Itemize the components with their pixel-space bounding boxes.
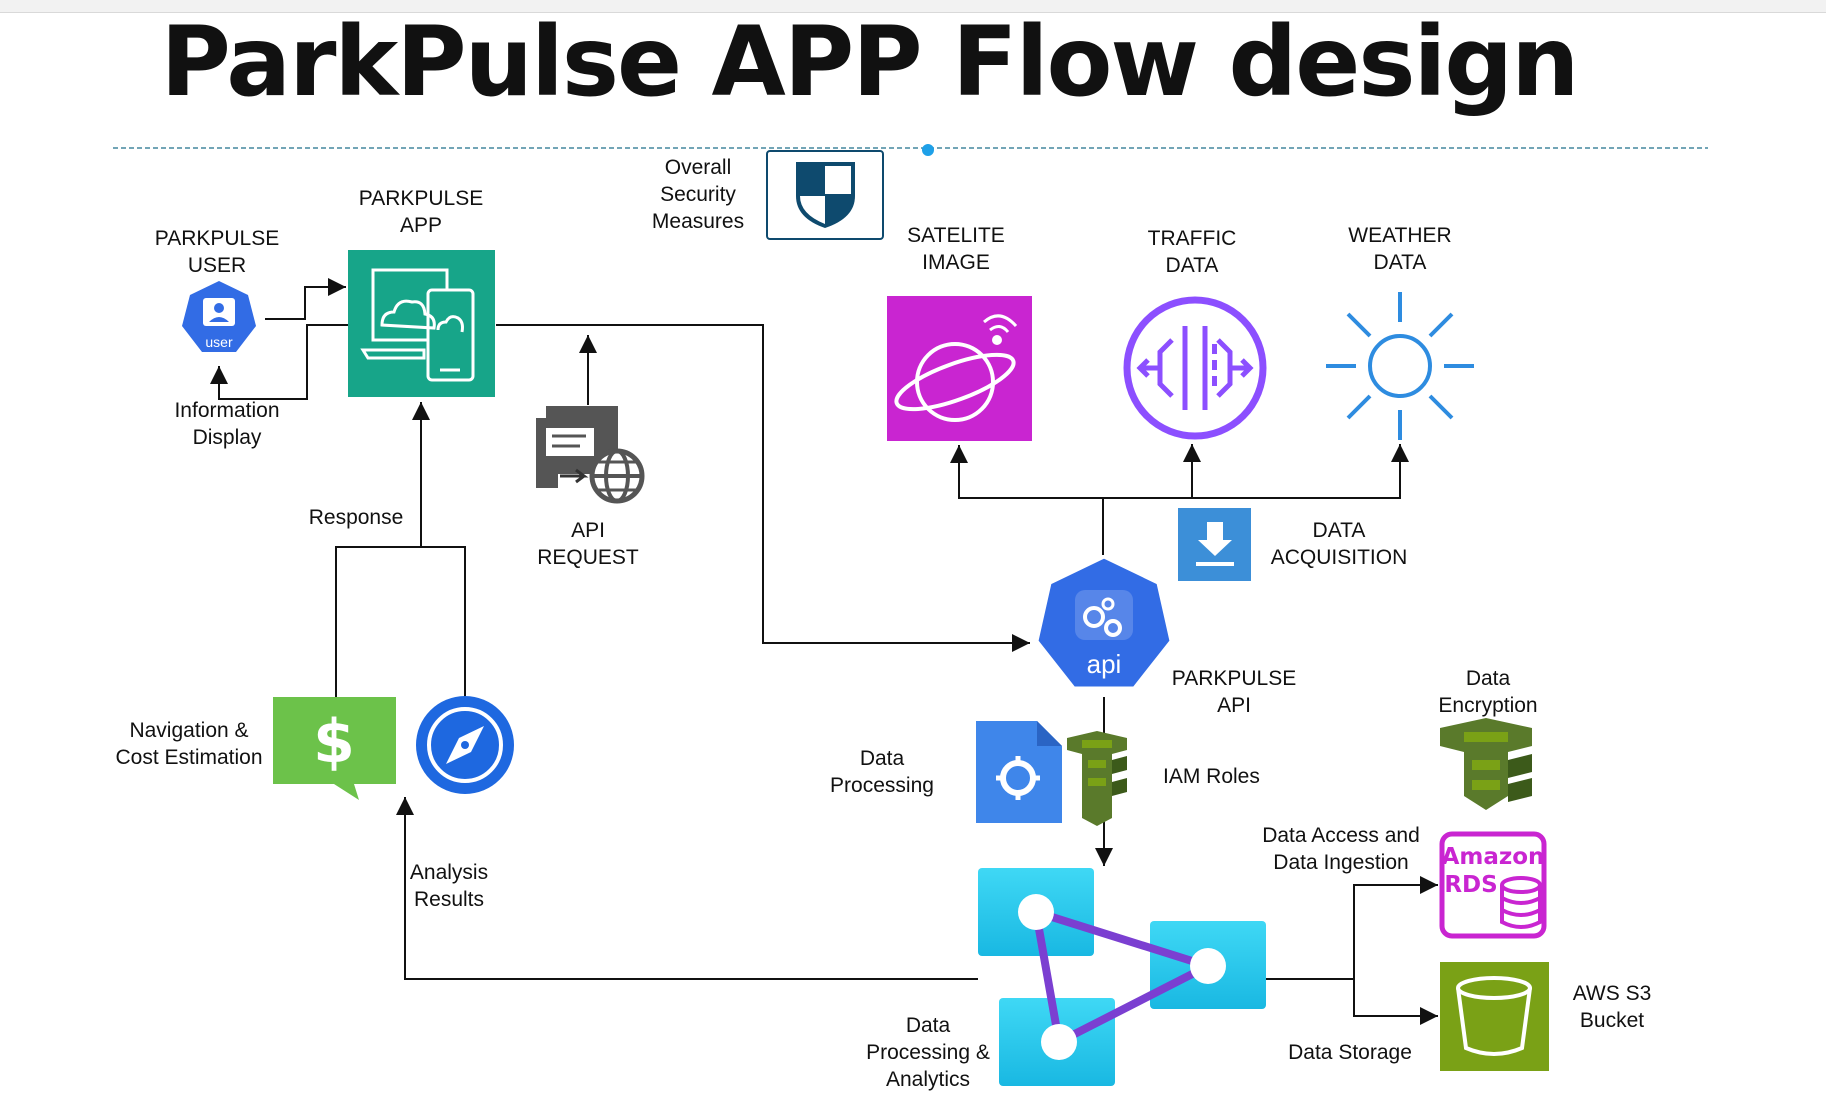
user-badge-text: user [205,334,233,350]
user-label: PARKPULSE USER [154,227,280,277]
edge-api-to-sources [1102,444,1201,555]
download-icon [1178,508,1251,581]
cloud-functions-icon [976,721,1062,823]
edge-response [335,402,466,697]
divider-dot [922,144,934,156]
s3-bucket-icon [1440,962,1549,1071]
api-badge-text: api [1087,649,1122,679]
compass-icon [416,696,514,794]
edge-to-weather [1192,444,1409,499]
edge-app-to-user [210,324,349,400]
user-badge-icon: user [182,281,256,352]
aws-iam-icon [1440,718,1532,810]
rds-logo-line2: RDS [1444,872,1497,898]
edge-app-to-api [496,324,1030,652]
analytics-label: Data Processing & Analytics [866,1014,990,1091]
response-label: Response [308,506,404,529]
weather-label: WEATHER DATA [1348,224,1452,274]
api-label: PARKPULSE API [1171,667,1297,717]
traffic-label: TRAFFIC DATA [1147,227,1237,277]
edge-analysis-results [396,797,978,980]
edge-user-to-app [265,278,346,320]
api-heptagon-icon: api [1035,555,1173,690]
security-label: Overall Security Measures [651,156,745,233]
data-processing-label: Data Processing [830,747,934,797]
svg-text:$: $ [313,707,355,777]
information-display-label: Information Display [174,399,280,449]
mobile-cloud-app-icon [348,250,495,397]
navigation-label: Navigation & Cost Estimation [115,719,263,769]
edge-to-satellite [950,445,1103,499]
data-storage-label: Data Storage [1288,1041,1412,1064]
traffic-flow-icon [1123,296,1267,440]
data-encryption-label: Data Encryption [1438,667,1538,717]
dollar-chat-icon: $ [273,697,396,800]
browser-top-bar [0,0,1826,13]
iam-roles-label: IAM Roles [1163,765,1260,788]
edge-to-storage [1266,876,1438,980]
amazon-rds-icon: Amazon RDS [1439,831,1547,939]
data-access-ingestion-label: Data Access and Data Ingestion [1262,824,1420,874]
sun-icon [1326,292,1474,440]
api-request-globe-icon [536,406,645,504]
security-shield-icon [766,150,884,240]
page-title: ParkPulse APP Flow design [160,6,1580,118]
api-request-label: API REQUEST [537,519,639,569]
s3-label: AWS S3 Bucket [1572,982,1652,1032]
rds-logo-line1: Amazon [1442,844,1545,870]
analysis-results-label: Analysis Results [409,861,489,911]
app-label: PARKPULSE APP [358,187,484,237]
edge-to-s3 [1353,979,1438,1025]
analytics-triangle-icon [978,868,1266,1086]
satellite-planet-icon [887,296,1032,441]
aws-iam-icon [1067,731,1127,826]
data-acquisition-label: DATA ACQUISITION [1270,519,1408,569]
satellite-label: SATELITE IMAGE [907,224,1005,274]
connectors [210,278,1438,1025]
